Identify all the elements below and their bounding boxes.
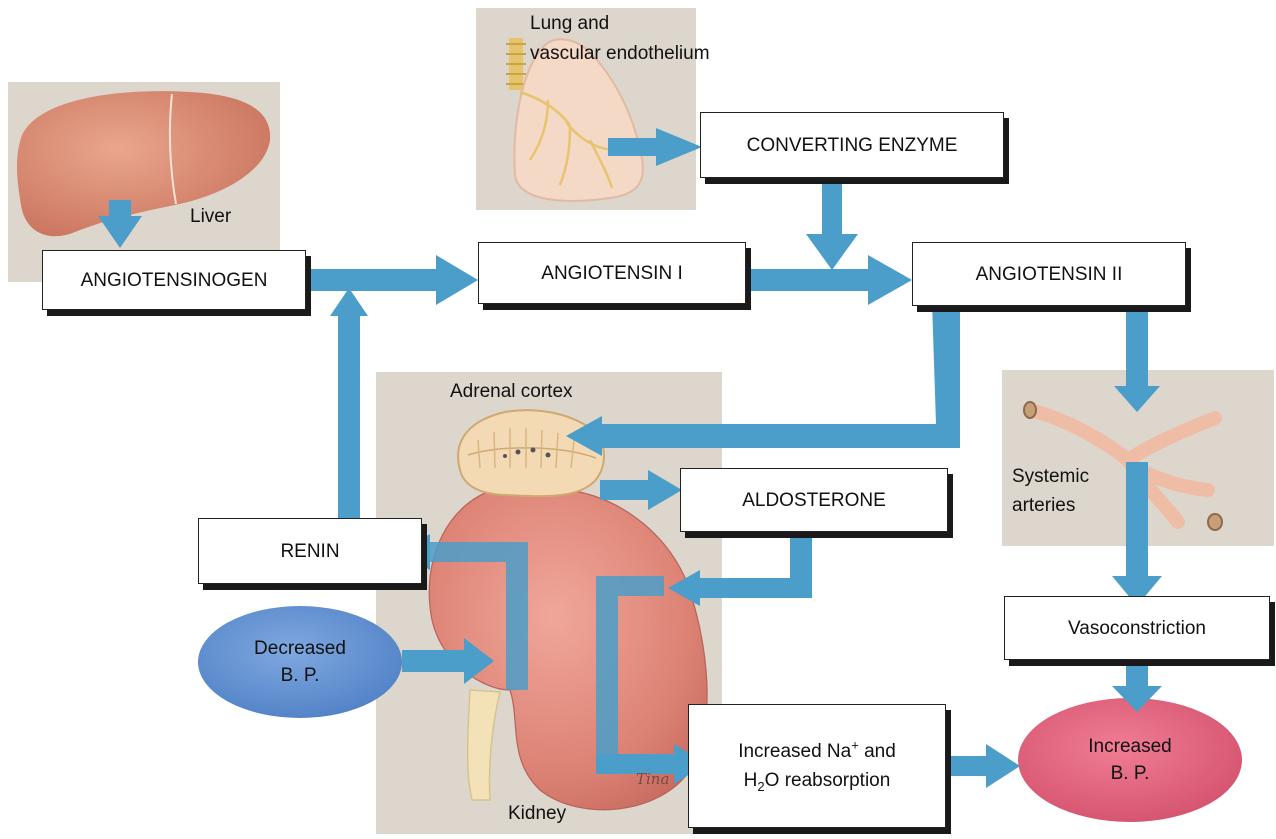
aldosterone-text: ALDOSTERONE	[742, 489, 886, 512]
increased-bp-label: Increased B. P.	[1018, 698, 1242, 822]
decreased-bp-line2: B. P.	[281, 664, 320, 687]
adrenal-cortex-label: Adrenal cortex	[450, 380, 573, 403]
angiotensinogen-text: ANGIOTENSINOGEN	[81, 269, 268, 292]
artist-signature: Tina	[636, 768, 669, 791]
systemic-arteries-label-line2: arteries	[1012, 494, 1075, 517]
arrow-na-to-increased-bp	[948, 744, 1020, 788]
aldosterone-box: ALDOSTERONE	[680, 468, 948, 532]
lung-label-line1: Lung and	[530, 12, 609, 35]
increased-na-box: Increased Na+ and H2O reabsorption	[688, 704, 946, 828]
angiotensinogen-box: ANGIOTENSINOGEN	[42, 250, 306, 310]
vasoconstriction-box: Vasoconstriction	[1004, 596, 1270, 660]
arrow-renin-up	[330, 288, 368, 522]
renin-text: RENIN	[280, 540, 339, 563]
angiotensin-2-text: ANGIOTENSIN II	[976, 263, 1123, 286]
converting-enzyme-box: CONVERTING ENZYME	[700, 112, 1004, 178]
decreased-bp-label: Decreased B. P.	[198, 606, 402, 718]
angiotensin-1-text: ANGIOTENSIN I	[541, 262, 682, 285]
systemic-arteries-label-line1: Systemic	[1012, 465, 1089, 488]
liver-label: Liver	[190, 205, 231, 228]
angiotensin-2-box: ANGIOTENSIN II	[912, 242, 1186, 306]
increased-na-line2: H2O reabsorption	[744, 769, 891, 792]
increased-na-line1: Increased Na+ and	[738, 740, 896, 763]
renin-box: RENIN	[198, 518, 422, 584]
converting-enzyme-text: CONVERTING ENZYME	[747, 134, 958, 157]
kidney-label: Kidney	[508, 802, 566, 825]
angiotensin-1-box: ANGIOTENSIN I	[478, 242, 746, 304]
increased-bp-line1: Increased	[1088, 735, 1171, 758]
arrow-angiotensinogen-to-angiotensin-1	[308, 255, 478, 305]
lung-label-line2: vascular endothelium	[530, 42, 710, 65]
decreased-bp-line1: Decreased	[254, 637, 346, 660]
vasoconstriction-text: Vasoconstriction	[1068, 617, 1206, 640]
increased-bp-line2: B. P.	[1111, 762, 1150, 785]
arrow-converting-enzyme-down	[806, 172, 858, 270]
